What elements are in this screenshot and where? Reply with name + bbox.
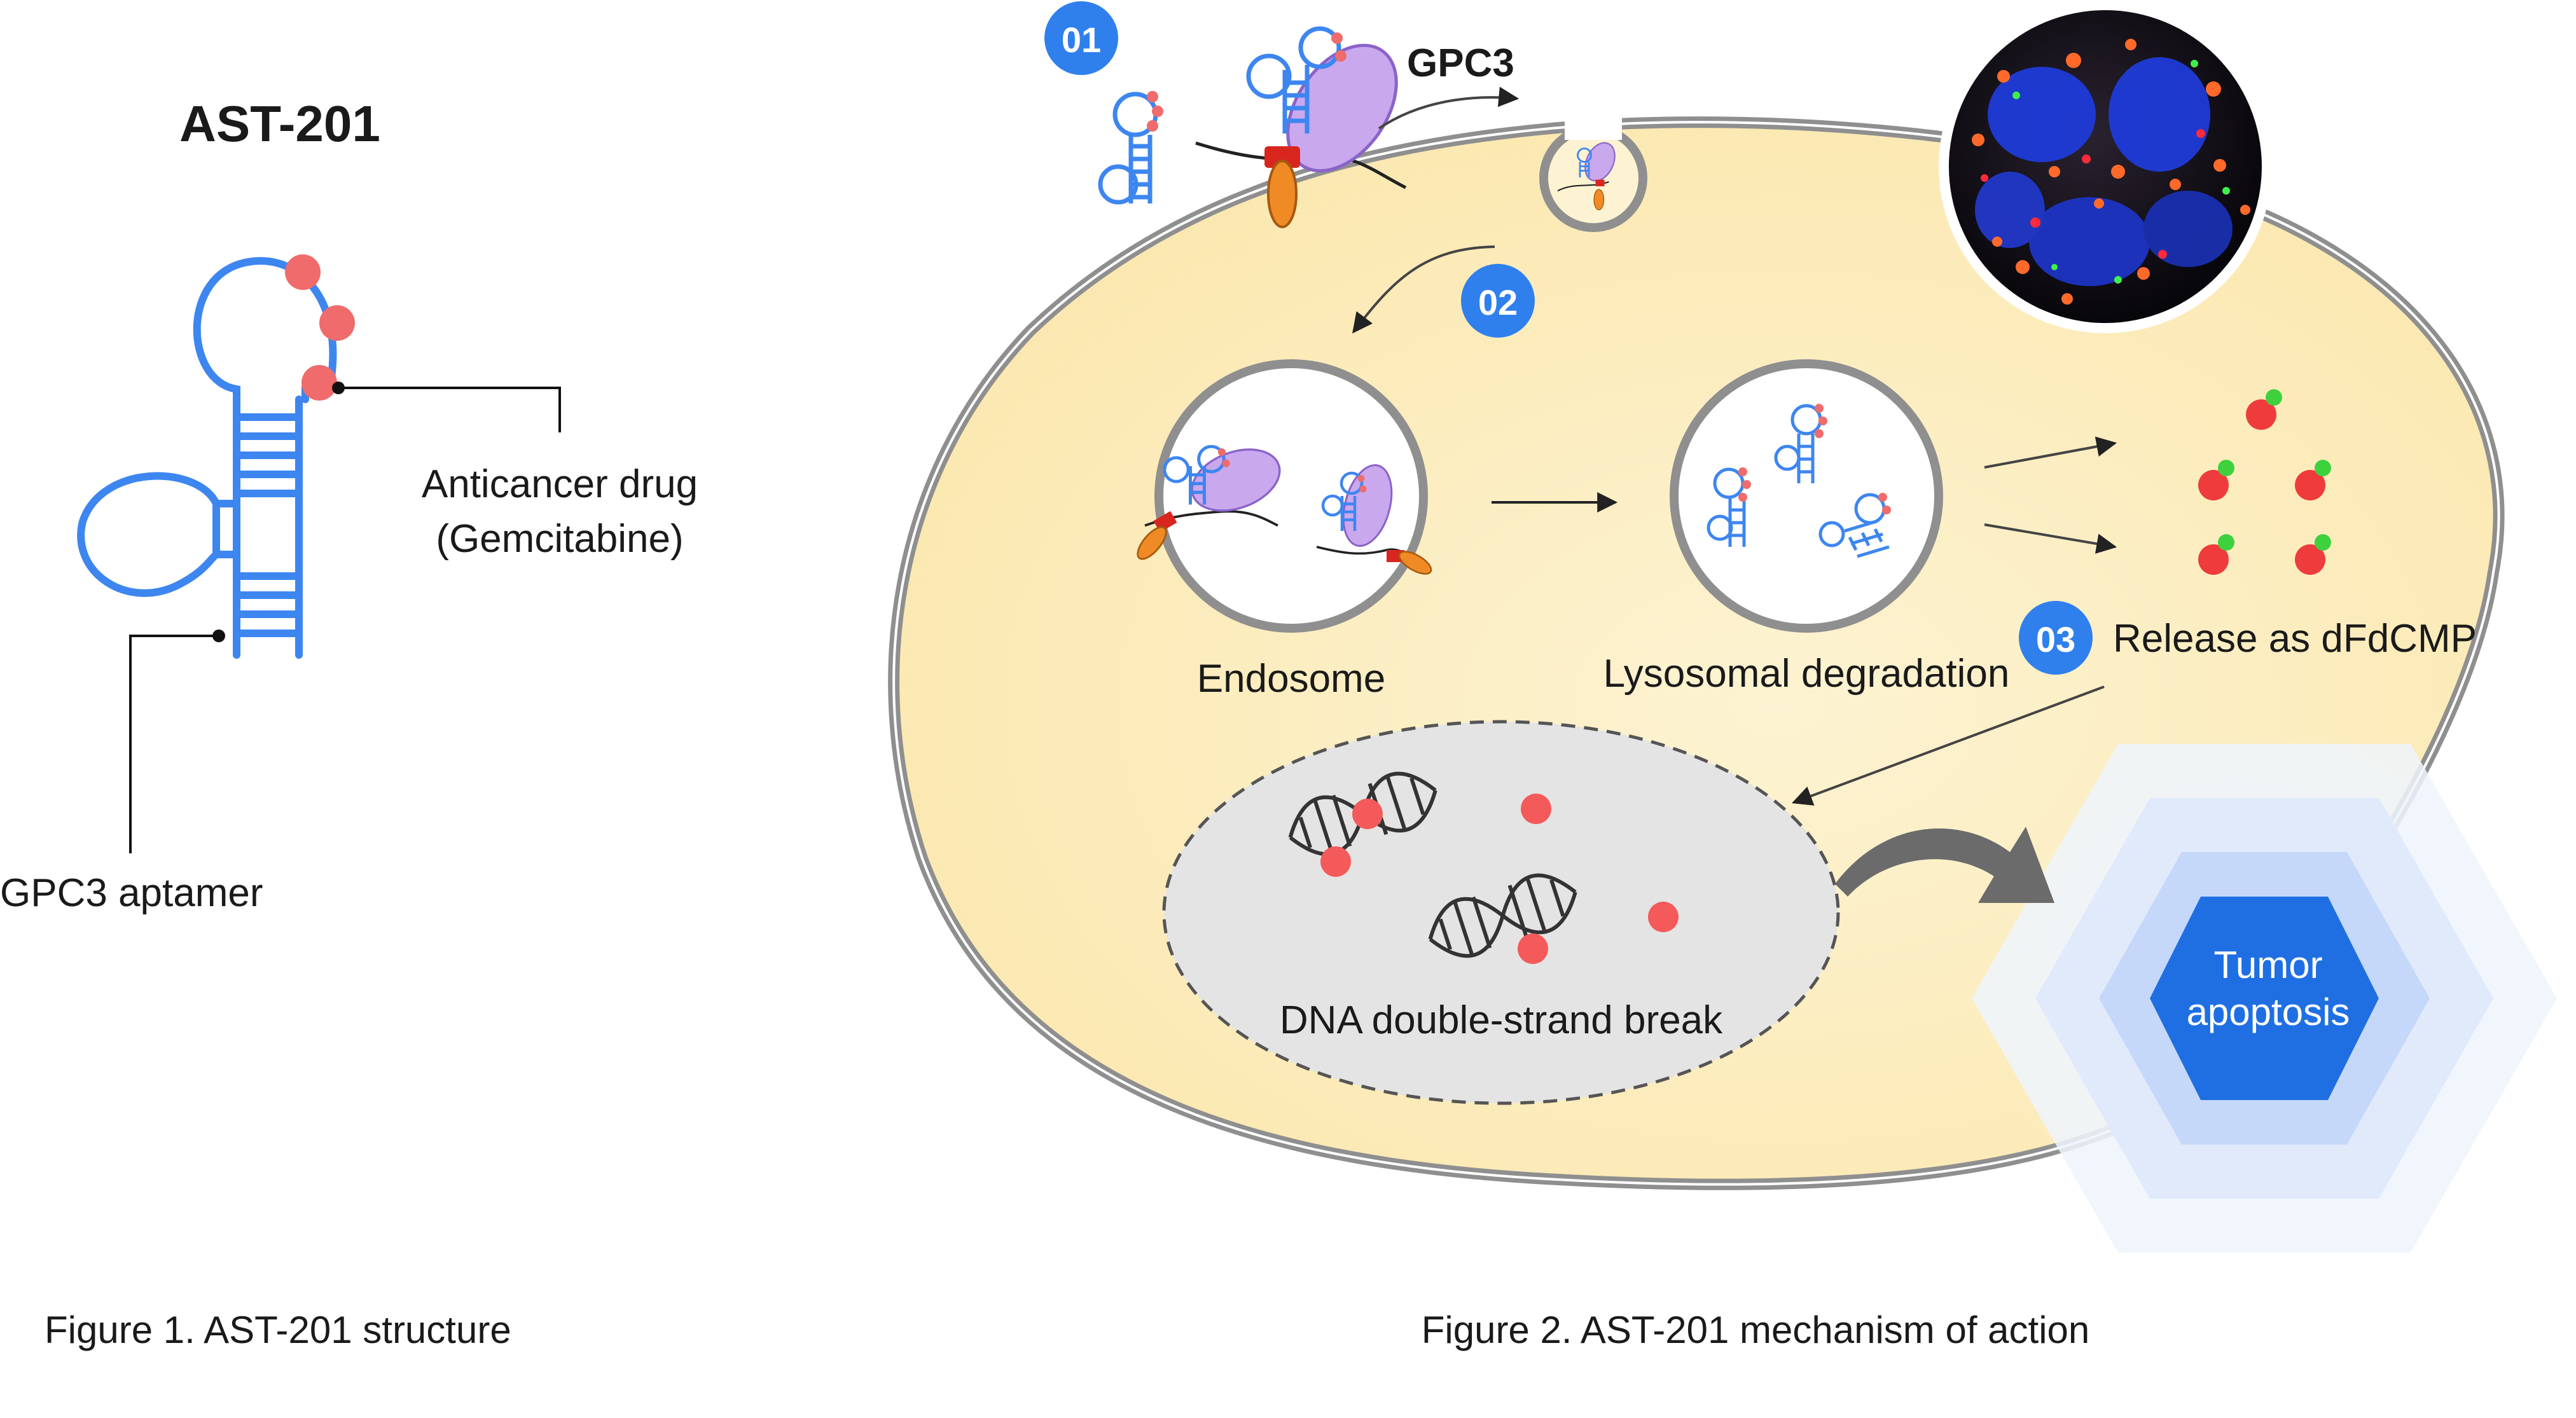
dfdcmp-molecule [2198, 460, 2234, 500]
step-01-number: 01 [1062, 20, 1101, 60]
fluorescence-microscopy-image [1939, 0, 2272, 333]
tumor-apoptosis-hexagon [2150, 897, 2379, 1100]
step-03-number: 03 [2036, 619, 2075, 659]
figure1-structure: AST-201 A [0, 95, 698, 1351]
dfdcmp-molecule [2198, 534, 2234, 575]
drug-label-line2: (Gemcitabine) [436, 517, 683, 561]
step-02-badge: 02 [1461, 264, 1535, 338]
outcome-line2: apoptosis [2187, 991, 2350, 1033]
endosome-label: Endosome [1197, 657, 1385, 701]
figure2-caption: Figure 2. AST-201 mechanism of action [1422, 1309, 2090, 1351]
nucleus [1162, 720, 1840, 1105]
release-arrow [1984, 523, 2117, 554]
dfdcmp-molecule [2295, 460, 2331, 500]
leader-dot [212, 630, 225, 642]
lysosome [1670, 359, 1943, 633]
step-03-badge: 03 [2019, 601, 2093, 675]
drug-dot [285, 254, 321, 290]
internalizing-complex-icon [1557, 142, 1616, 210]
drug-in-dna-dots [1320, 794, 1679, 964]
lysosome-label: Lysosomal degradation [1603, 652, 2010, 696]
degraded-aptamer-icons [1707, 404, 1891, 558]
gpc3-label: GPC3 [1407, 41, 1514, 85]
figure1-leader-lines [129, 387, 561, 853]
binding-arrow [1378, 86, 1520, 130]
nucleus-label: DNA double-strand break [1280, 998, 1723, 1042]
leader-dot [332, 382, 345, 394]
endosome-complex-icon [1137, 444, 1281, 560]
drug-dot [319, 305, 355, 341]
release-arrow [1984, 436, 2117, 469]
aptamer-gpc3-complex-icon [1195, 26, 1407, 228]
endosome [1137, 359, 1432, 633]
figure1-title: AST-201 [179, 95, 380, 152]
figure1-caption: Figure 1. AST-201 structure [45, 1309, 511, 1351]
aptamer-structure-icon [77, 257, 337, 659]
gemcitabine-drug-dots [285, 254, 355, 401]
outcome-line1: Tumor [2213, 944, 2322, 986]
release-label: Release as dFdCMP [2113, 617, 2477, 661]
dna-helix-icon [1288, 771, 1577, 958]
dfdcmp-molecule [2295, 534, 2331, 575]
figure2-mechanism: GPC3 01 02 [888, 0, 2557, 1351]
free-aptamer-icon [1098, 91, 1163, 205]
aptamer-label: GPC3 aptamer [0, 871, 263, 915]
apoptosis-outcome: Tumor apoptosis [1972, 731, 2557, 1265]
dfdcmp-molecules [2198, 389, 2331, 575]
nuclear-entry-arrow [1792, 685, 2105, 806]
endosome-complex-icon [1316, 464, 1432, 575]
drug-label-line1: Anticancer drug [422, 462, 698, 506]
internalization-arrow [1352, 245, 1495, 334]
step-01-badge: 01 [1044, 1, 1118, 75]
dfdcmp-molecule [2246, 389, 2282, 430]
endocytic-pit [1539, 114, 1647, 232]
drug-dot [301, 365, 337, 401]
step-02-number: 02 [1478, 282, 1518, 322]
apoptosis-arrow [1835, 827, 2054, 903]
